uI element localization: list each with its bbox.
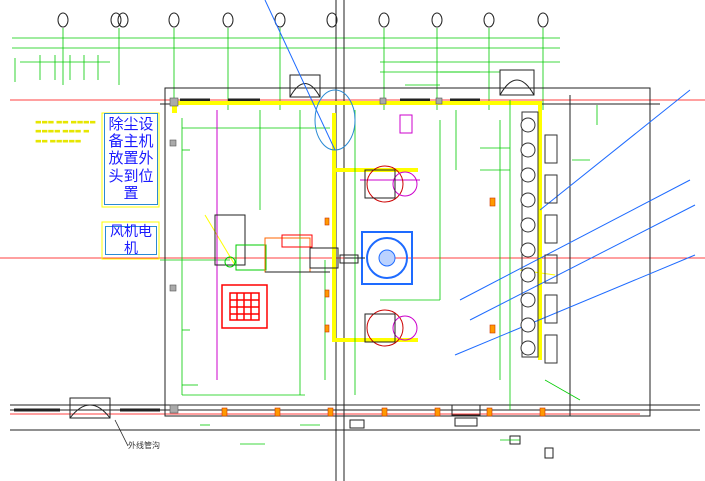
bag-filter-column [520,111,558,364]
magenta-lines [216,110,420,380]
top-wall-dashes [14,98,480,412]
central-machinery [339,165,418,347]
yellow-thin [101,112,556,276]
fan-duct [214,214,339,273]
green-layout [160,100,581,410]
structural-columns [169,97,443,414]
blue-diagonals [264,0,696,356]
cyan-ellipse [314,89,356,151]
cable-leader [114,419,129,447]
column-markers [221,197,546,417]
fan-motor-label: 风机电机 [105,224,157,257]
yellow-note-text: ▬▬▬ ▬▬ ▬▬▬▬▬▬▬▬ ▬▬▬ ▬▬▬ ▬▬▬▬▬ [35,118,96,145]
annotation-marks [182,61,590,445]
red-apparatus [221,284,268,329]
axis-bubbles [57,12,549,28]
equipment-note-label: 除尘设备主机放置外头到位置 [104,113,158,205]
axis-lines [12,28,598,125]
door-fixtures [69,69,535,419]
yellow-wall [172,101,542,360]
red-lines [0,99,705,415]
outer-cable-label: 外线管沟 [128,441,160,450]
bottom-boxes [349,404,554,459]
